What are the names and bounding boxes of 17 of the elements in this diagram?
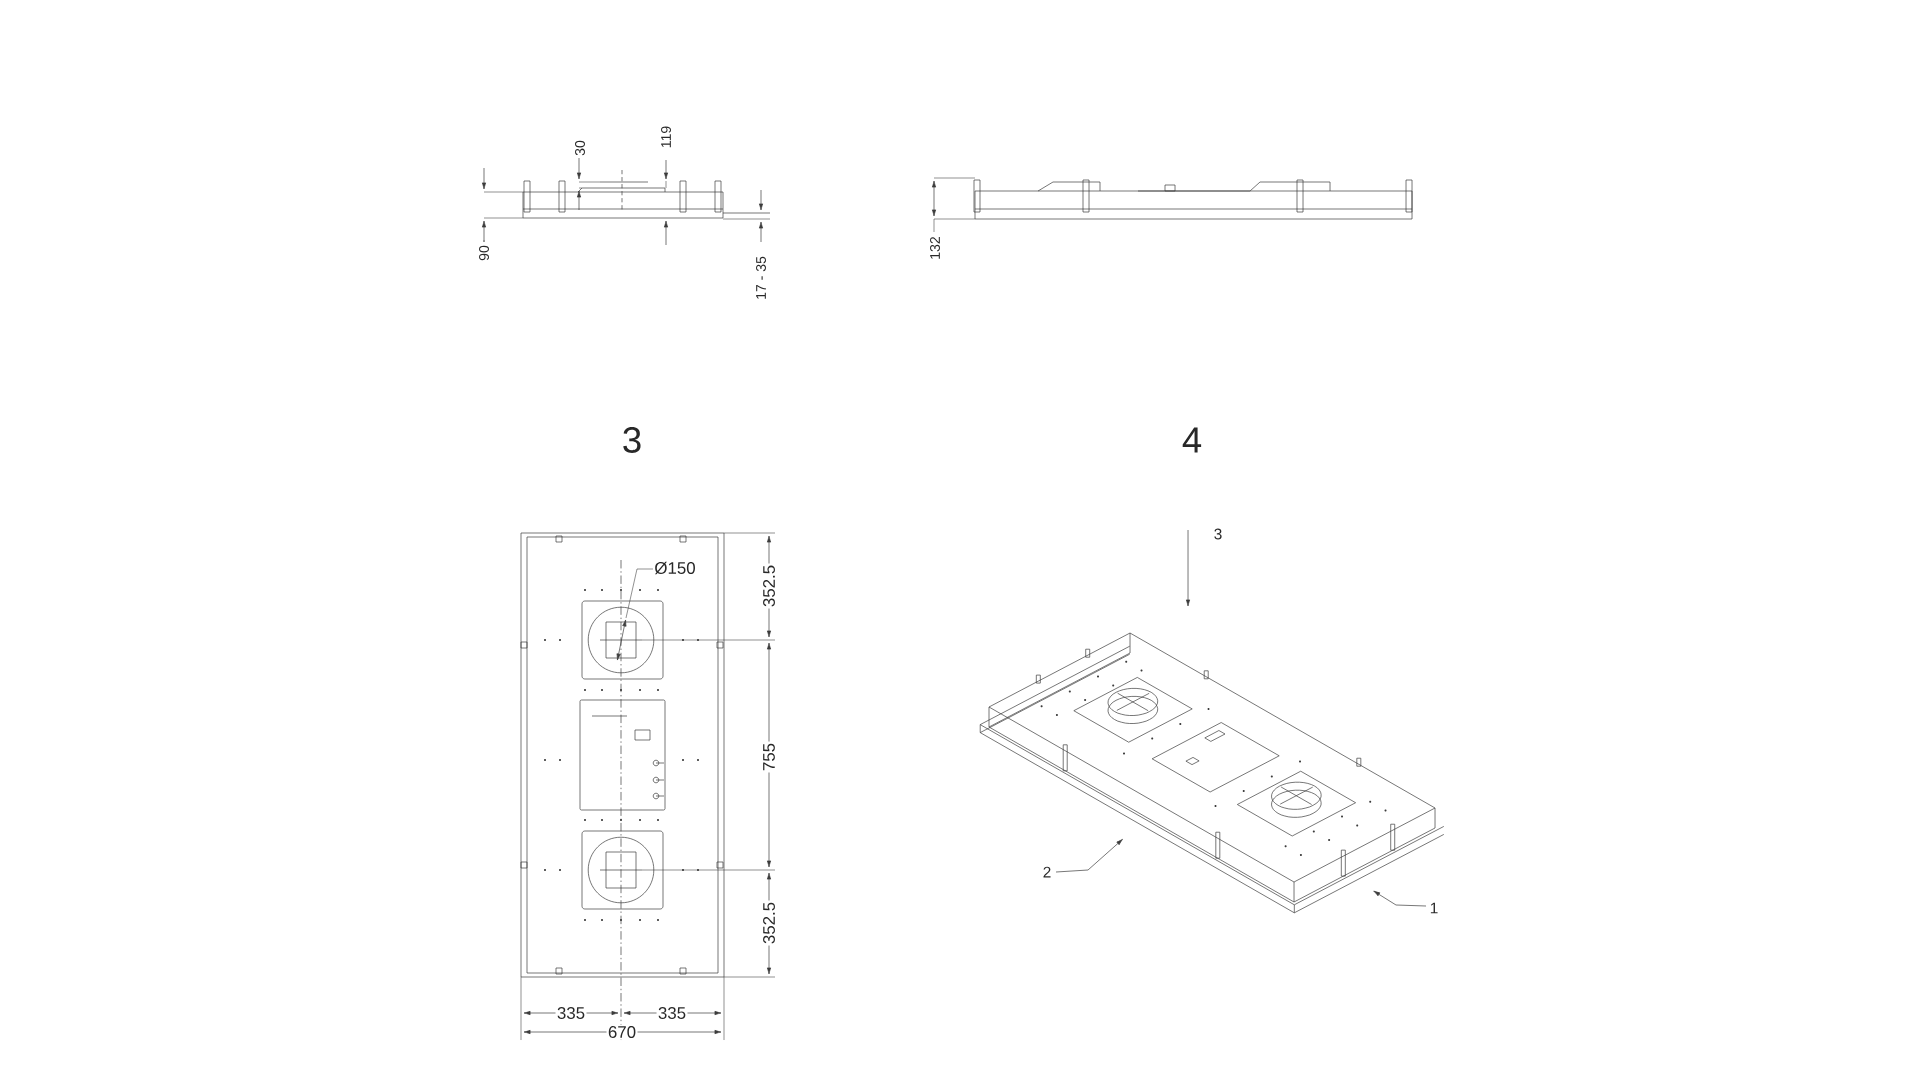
dimension-label: Ø150 xyxy=(652,560,698,576)
dimension-label: 755 xyxy=(761,741,777,773)
callout-number: 1 xyxy=(1428,901,1440,915)
dimension-label: 90 xyxy=(477,243,491,263)
callout-number: 3 xyxy=(1212,527,1224,541)
dimension-label: 132 xyxy=(928,234,942,262)
dimension-label: 670 xyxy=(606,1024,638,1040)
dimension-label: 17 - 35 xyxy=(754,254,768,302)
dimension-label: 352.5 xyxy=(761,900,777,946)
view-number: 4 xyxy=(1180,426,1204,454)
callout-number: 2 xyxy=(1041,865,1053,879)
dimension-label: 119 xyxy=(659,124,673,150)
dimension-label: 352.5 xyxy=(761,563,777,609)
dimension-label: 335 xyxy=(656,1005,688,1021)
view-number: 3 xyxy=(620,425,644,455)
dimension-label: 30 xyxy=(573,138,587,158)
dimension-label: 335 xyxy=(555,1005,587,1021)
